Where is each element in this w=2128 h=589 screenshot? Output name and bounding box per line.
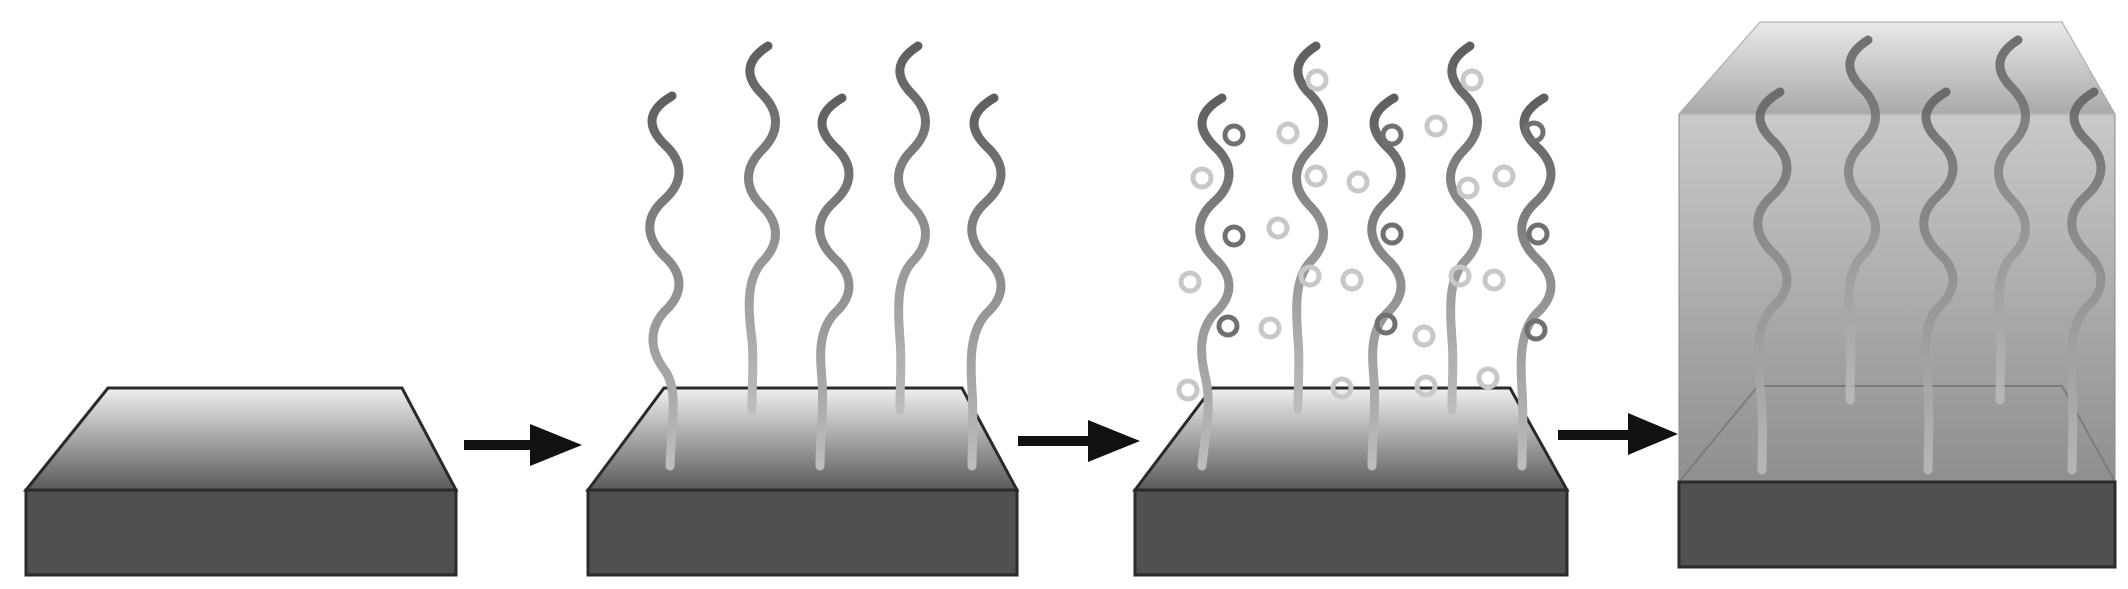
particle: [1222, 224, 1246, 248]
particle: [1266, 216, 1290, 240]
particle: [1190, 166, 1214, 190]
particle: [1216, 314, 1240, 338]
particle: [1526, 222, 1550, 246]
substrate-side-face: [24, 488, 458, 577]
particle: [1456, 176, 1480, 200]
particle: [1176, 378, 1200, 402]
polymer-chain: [2066, 87, 2106, 475]
substrate-side-face: [1133, 488, 1569, 577]
polymer-chain: [1367, 93, 1406, 471]
polymer-chain: [1292, 41, 1328, 415]
particle: [1380, 123, 1404, 147]
particle: [1476, 366, 1500, 390]
polymer-chain: [1994, 35, 2030, 405]
substrate-top-face: [585, 386, 1020, 492]
polymer-chain: [1919, 87, 1958, 475]
particle: [1448, 264, 1472, 288]
stage-polymer-brushes: [585, 41, 1020, 577]
stage-crosslinked-gel: [1676, 21, 2117, 569]
particle: [1276, 121, 1300, 145]
particle: [1258, 316, 1282, 340]
particle: [1305, 68, 1329, 92]
particle: [1380, 222, 1404, 246]
particle: [1460, 68, 1484, 92]
polymer-brush-layer: [1753, 35, 2106, 475]
particle-cloud: [1176, 68, 1550, 402]
particle: [1298, 264, 1322, 288]
substrate-side-face: [586, 488, 1019, 577]
substrate-side-face: [1677, 480, 2117, 569]
particle: [1522, 120, 1546, 144]
particle: [1346, 170, 1370, 194]
particle: [1524, 318, 1548, 342]
polymer-chain: [966, 93, 1006, 471]
particle: [1304, 164, 1328, 188]
polymer-chain: [744, 41, 780, 415]
particle: [1340, 268, 1364, 292]
substrate-top-face: [22, 386, 459, 492]
gel-top-face: [1677, 21, 2116, 115]
particle: [1374, 312, 1398, 336]
gel-front-face: [1678, 113, 2116, 483]
polymer-chain: [1516, 93, 1556, 471]
stage-brushes-with-particles: [1131, 41, 1570, 577]
particle: [1222, 123, 1246, 147]
arrow-3: [1558, 413, 1678, 455]
particle: [1412, 324, 1436, 348]
arrow-2: [1018, 420, 1140, 462]
polymer-chain: [1753, 87, 1792, 475]
particle: [1330, 376, 1354, 400]
polymer-chain: [645, 91, 684, 471]
polymer-chain: [1844, 35, 1880, 405]
particle: [1178, 270, 1202, 294]
substrate-top-face: [1131, 386, 1570, 492]
polymer-chain: [1446, 41, 1482, 415]
stage-bare-substrate: [22, 386, 459, 577]
arrow-1: [464, 424, 582, 466]
polymer-chain: [815, 93, 854, 471]
polymer-brush-layer: [1195, 41, 1556, 471]
particle: [1492, 164, 1516, 188]
particle: [1424, 114, 1448, 138]
particle: [1414, 374, 1438, 398]
polymer-brush-layer: [645, 41, 1006, 471]
particle: [1482, 268, 1506, 292]
polymer-chain: [1195, 93, 1234, 471]
polymer-chain: [894, 41, 930, 415]
